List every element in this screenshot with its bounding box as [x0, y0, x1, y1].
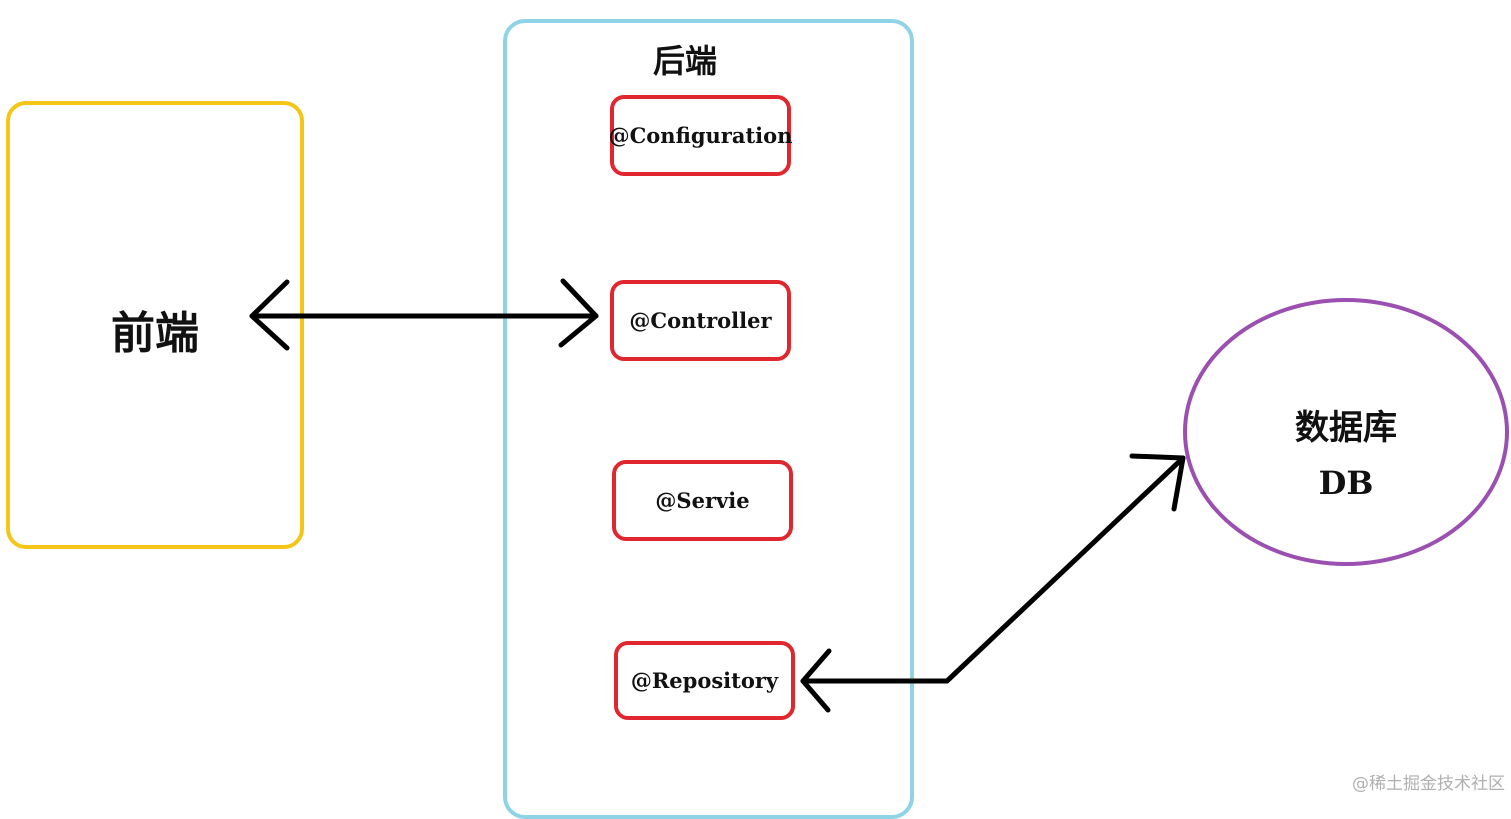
backend-title: 后端 — [652, 42, 717, 80]
database-ellipse — [1183, 298, 1509, 566]
database-arrowhead-icon — [1129, 453, 1186, 512]
frontend-label: 前端 — [111, 308, 199, 359]
database-label-en: DB — [1318, 464, 1374, 502]
controller-annotation-box: @Controller — [610, 280, 791, 361]
configuration-annotation-box: @Configuration — [609, 95, 792, 176]
watermark: @稀土掘金技术社区 — [1352, 774, 1505, 794]
repository-annotation-box: @Repository — [614, 641, 795, 720]
service-annotation-box: @Servie — [612, 460, 793, 541]
database-label-cn: 数据库 — [1295, 408, 1397, 448]
frontend-box: 前端 — [6, 101, 304, 549]
